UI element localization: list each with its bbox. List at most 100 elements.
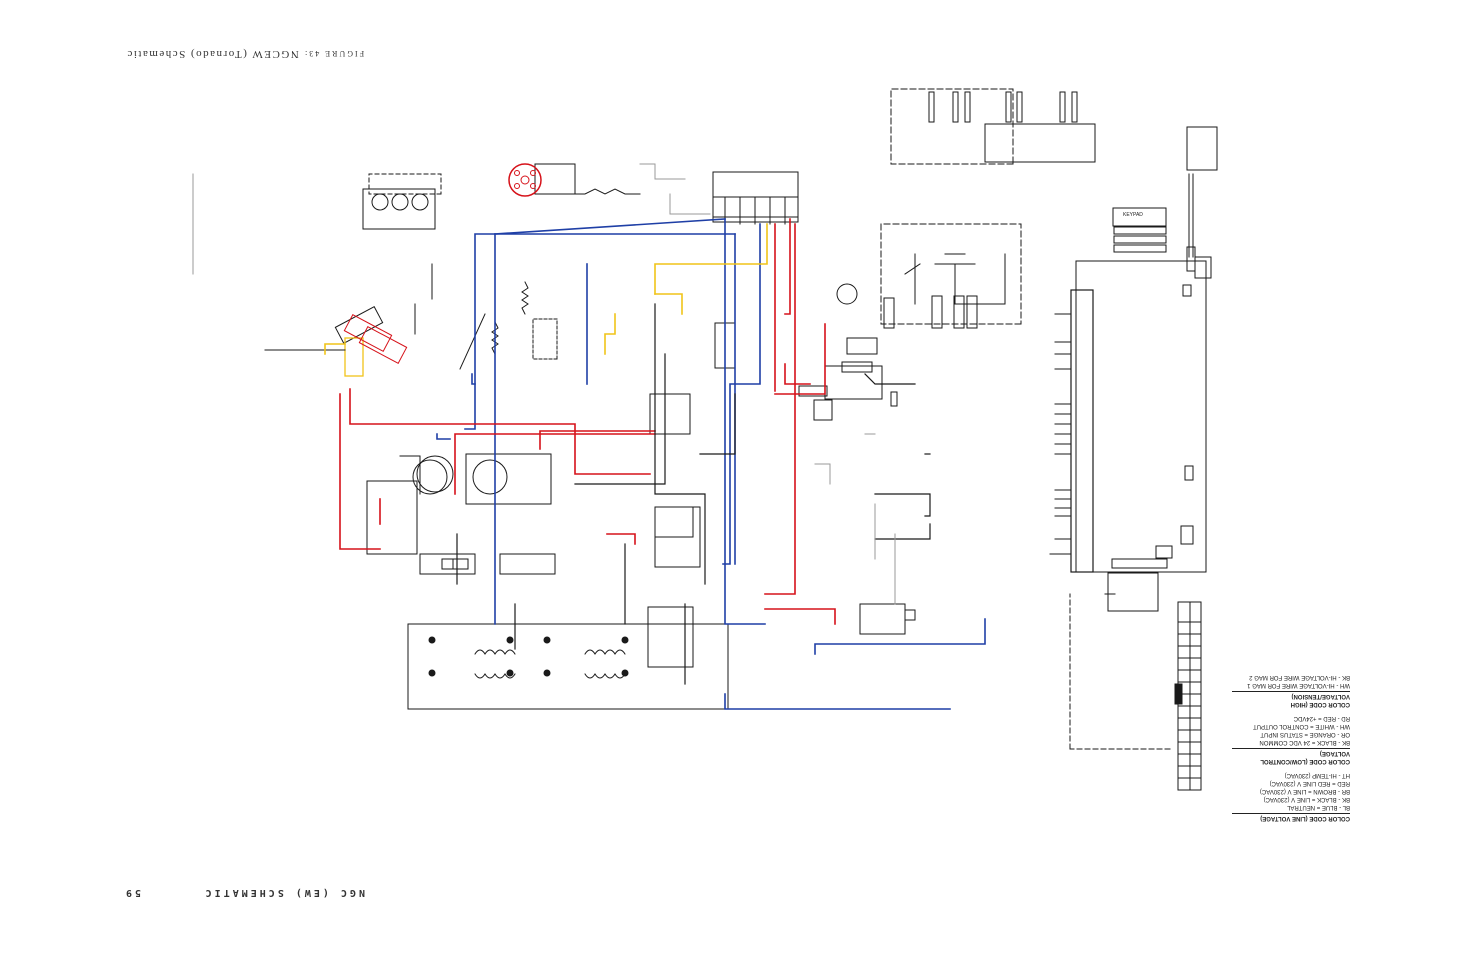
pressure-gauge (836, 283, 858, 305)
transformer-coil (474, 673, 516, 679)
flame-sensor-2 (472, 459, 508, 495)
line-wires (339, 218, 836, 625)
wire-blue (724, 693, 951, 710)
inlet-cord (574, 188, 641, 195)
neutral-wires (436, 218, 986, 710)
board-terminal-strip (1070, 289, 1094, 573)
blower-housing (399, 455, 421, 495)
wire-gray (814, 463, 831, 485)
black-wires (456, 303, 931, 685)
transformer-coil (584, 673, 626, 679)
relay-k4 (649, 393, 691, 435)
wire-black (874, 493, 931, 517)
wire-yellow (654, 293, 683, 315)
board-chip (1155, 545, 1173, 559)
control-board: KEYPAD (1049, 126, 1218, 750)
wire-blue (464, 233, 736, 430)
pot-wiper (459, 313, 486, 370)
relay-plug (798, 385, 828, 397)
heater-element-red (358, 326, 408, 364)
relay-plug-body (813, 399, 833, 421)
wire-blue (471, 373, 476, 385)
relay-terminal (890, 391, 898, 407)
transformers (407, 623, 729, 710)
setpoint-pot (459, 281, 858, 370)
wire-red (606, 533, 636, 545)
wire-plugs (928, 91, 1078, 123)
keypad-label: KEYPAD (1123, 212, 1143, 218)
relay-connector (846, 337, 878, 355)
breaker-knob (411, 193, 429, 211)
wire-red (339, 393, 381, 550)
board-chip (1184, 465, 1194, 481)
aux-board (1107, 572, 1159, 612)
board-jumper (1182, 284, 1192, 297)
switch-contacts (904, 253, 1006, 305)
keypad-header (1113, 226, 1167, 235)
wire-red (764, 223, 796, 595)
control-board-outline (1075, 260, 1207, 573)
motor-leads (883, 295, 978, 329)
wire-blue (814, 618, 986, 655)
igniter-diode (452, 558, 469, 570)
board-ribbon-socket (1194, 256, 1212, 279)
breaker-cover (368, 173, 442, 195)
shield-wires (192, 163, 896, 605)
plug-pin (520, 175, 530, 185)
breaker-block (362, 188, 436, 230)
wire-yellow (654, 223, 768, 295)
terminal-marker (1174, 683, 1183, 705)
terminal-block (1174, 601, 1202, 791)
relay-k2 (647, 606, 694, 668)
wire-black (874, 523, 931, 540)
board-dashed-harness (1069, 593, 1171, 750)
wire-red (454, 433, 656, 495)
igniter-2 (419, 553, 476, 575)
igniter-diode (441, 558, 458, 570)
wire-black (699, 393, 736, 455)
heater-element (334, 306, 384, 344)
ignition-transformer-housing (366, 480, 418, 555)
transformer-coil (474, 649, 516, 655)
harness-box (984, 123, 1096, 163)
wire-red (784, 218, 791, 315)
breaker-knob (371, 193, 389, 211)
wire-red (764, 608, 836, 625)
harness-plugs-area (880, 88, 1096, 329)
relay-k3 (654, 506, 694, 538)
wire-black (864, 373, 916, 385)
breaker-knob (391, 193, 409, 211)
transformer-bay (407, 623, 729, 710)
wire-red (784, 363, 811, 385)
dashed-outline (880, 88, 1022, 325)
wire-black (654, 303, 706, 585)
ignition-control-outline (465, 453, 552, 505)
board-connector (1186, 246, 1196, 272)
blower-motor (416, 455, 454, 493)
power-distribution-block (712, 171, 799, 198)
wire-blue (494, 218, 726, 235)
heater-element-red (343, 314, 393, 352)
wire-black (574, 353, 666, 485)
terminal-leads (1049, 313, 1072, 555)
control-wires (324, 223, 768, 355)
motor-starter-terminal (904, 609, 916, 621)
wire-gray (639, 163, 686, 180)
igniter-1 (499, 553, 556, 575)
keypad-body (1112, 207, 1167, 227)
burner-assembly (366, 453, 556, 575)
motor-starter (859, 603, 906, 635)
thermostat (344, 337, 364, 377)
wire-blue (722, 223, 761, 565)
plug-face (508, 163, 542, 197)
fan-relay-assembly (798, 337, 916, 635)
resistor (521, 281, 529, 315)
inlet-plug (534, 163, 576, 195)
wire-yellow (604, 313, 616, 355)
wire-red (774, 323, 826, 395)
wire-yellow (324, 343, 346, 355)
keypad-header (1113, 235, 1167, 244)
